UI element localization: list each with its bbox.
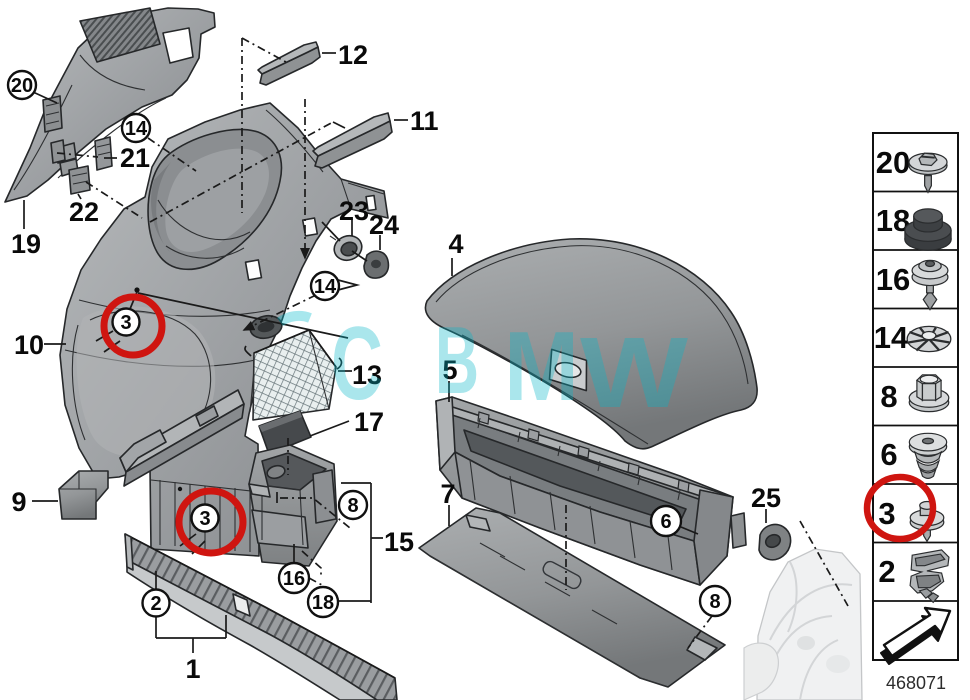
svg-text:18: 18 bbox=[312, 592, 334, 614]
svg-text:10: 10 bbox=[14, 330, 44, 360]
svg-text:13: 13 bbox=[352, 360, 382, 390]
svg-text:20: 20 bbox=[876, 145, 910, 180]
svg-text:8: 8 bbox=[709, 591, 720, 613]
svg-text:14: 14 bbox=[125, 118, 148, 140]
svg-text:2: 2 bbox=[150, 593, 161, 615]
svg-text:14: 14 bbox=[314, 276, 337, 298]
svg-text:19: 19 bbox=[11, 229, 41, 259]
svg-text:9: 9 bbox=[11, 487, 26, 517]
svg-text:6: 6 bbox=[880, 437, 897, 472]
svg-text:12: 12 bbox=[338, 40, 368, 70]
svg-text:8: 8 bbox=[347, 495, 358, 517]
svg-text:20: 20 bbox=[11, 75, 33, 97]
svg-text:8: 8 bbox=[880, 379, 897, 414]
svg-text:3: 3 bbox=[120, 312, 131, 334]
svg-text:B: B bbox=[435, 307, 479, 414]
svg-text:468071: 468071 bbox=[886, 673, 946, 693]
svg-text:21: 21 bbox=[120, 143, 150, 173]
svg-text:15: 15 bbox=[384, 527, 414, 557]
svg-text:17: 17 bbox=[354, 407, 384, 437]
svg-text:5: 5 bbox=[442, 355, 457, 385]
svg-text:3: 3 bbox=[878, 496, 895, 531]
svg-text:7: 7 bbox=[440, 479, 455, 509]
svg-text:24: 24 bbox=[369, 210, 399, 240]
svg-text:6: 6 bbox=[660, 511, 671, 533]
svg-text:C: C bbox=[331, 306, 383, 422]
svg-text:22: 22 bbox=[69, 197, 99, 227]
svg-text:4: 4 bbox=[448, 229, 463, 259]
svg-text:11: 11 bbox=[410, 106, 439, 136]
svg-text:3: 3 bbox=[199, 508, 210, 530]
svg-text:25: 25 bbox=[751, 483, 781, 513]
svg-text:14: 14 bbox=[874, 320, 909, 355]
svg-text:16: 16 bbox=[283, 568, 305, 590]
svg-text:W: W bbox=[580, 317, 689, 429]
svg-text:M: M bbox=[504, 311, 579, 421]
svg-text:16: 16 bbox=[876, 262, 910, 297]
svg-text:23: 23 bbox=[339, 196, 369, 226]
svg-text:1: 1 bbox=[185, 654, 200, 684]
svg-text:2: 2 bbox=[878, 554, 895, 589]
